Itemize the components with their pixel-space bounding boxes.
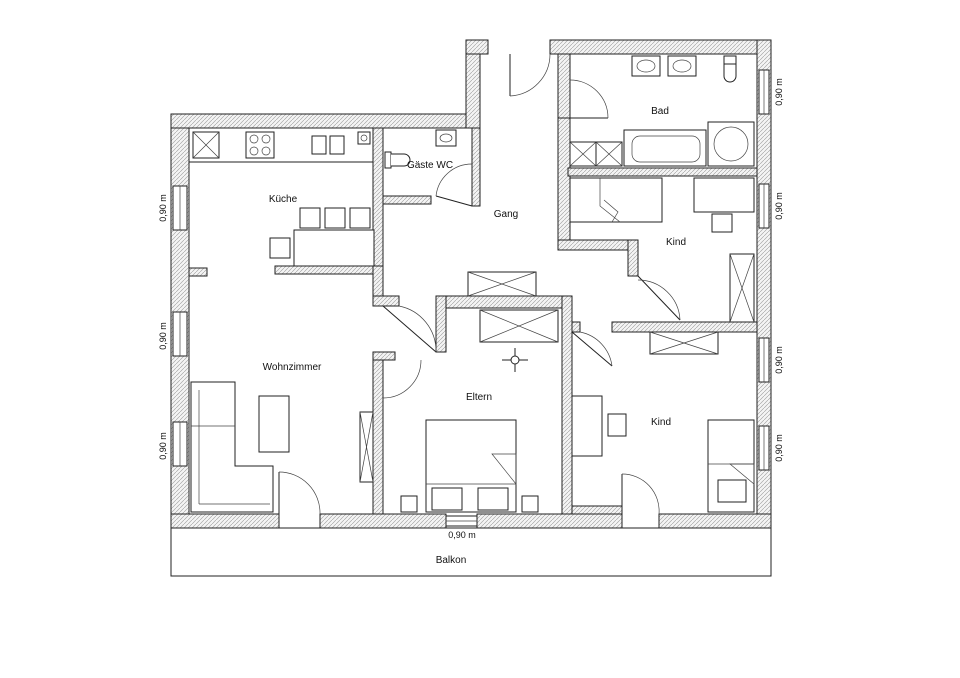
room-label-gang: Gang: [494, 209, 518, 220]
interior-walls: [188, 53, 758, 515]
window-dimension-right-1: 0,90 m: [774, 78, 784, 106]
room-label-kind-2: Kind: [651, 417, 671, 428]
room-label-balkon: Balkon: [436, 555, 467, 566]
living-furniture: [190, 381, 374, 513]
doors: [278, 53, 681, 515]
ceiling-light-icon: [502, 348, 528, 372]
room-label-bad: Bad: [651, 106, 669, 117]
window-dimension-right-2: 0,90 m: [774, 192, 784, 220]
kind2-furniture: [571, 331, 755, 513]
windows: [172, 69, 770, 527]
bedroom-furniture: [400, 309, 559, 513]
window-dimension-left-3: 0,90 m: [158, 432, 168, 460]
room-label-kind-1: Kind: [666, 237, 686, 248]
balcony-outline: [170, 527, 772, 577]
window-dimension-bottom: 0,90 m: [448, 530, 476, 540]
room-label-eltern: Eltern: [466, 392, 492, 403]
room-label-kueche: Küche: [269, 194, 298, 205]
wc-furniture: [384, 129, 457, 169]
kitchen-furniture: [188, 127, 375, 267]
room-label-wohnzimmer: Wohnzimmer: [263, 362, 322, 373]
kind1-furniture: [569, 177, 755, 323]
window-dimension-right-3: 0,90 m: [774, 346, 784, 374]
window-dimension-left-1: 0,90 m: [158, 194, 168, 222]
window-dimension-right-4: 0,90 m: [774, 434, 784, 462]
hallway-furniture: [467, 271, 537, 297]
bathroom-furniture: [569, 55, 755, 167]
window-dimension-left-2: 0,90 m: [158, 322, 168, 350]
room-label-gaeste-wc: Gäste WC: [407, 160, 453, 171]
